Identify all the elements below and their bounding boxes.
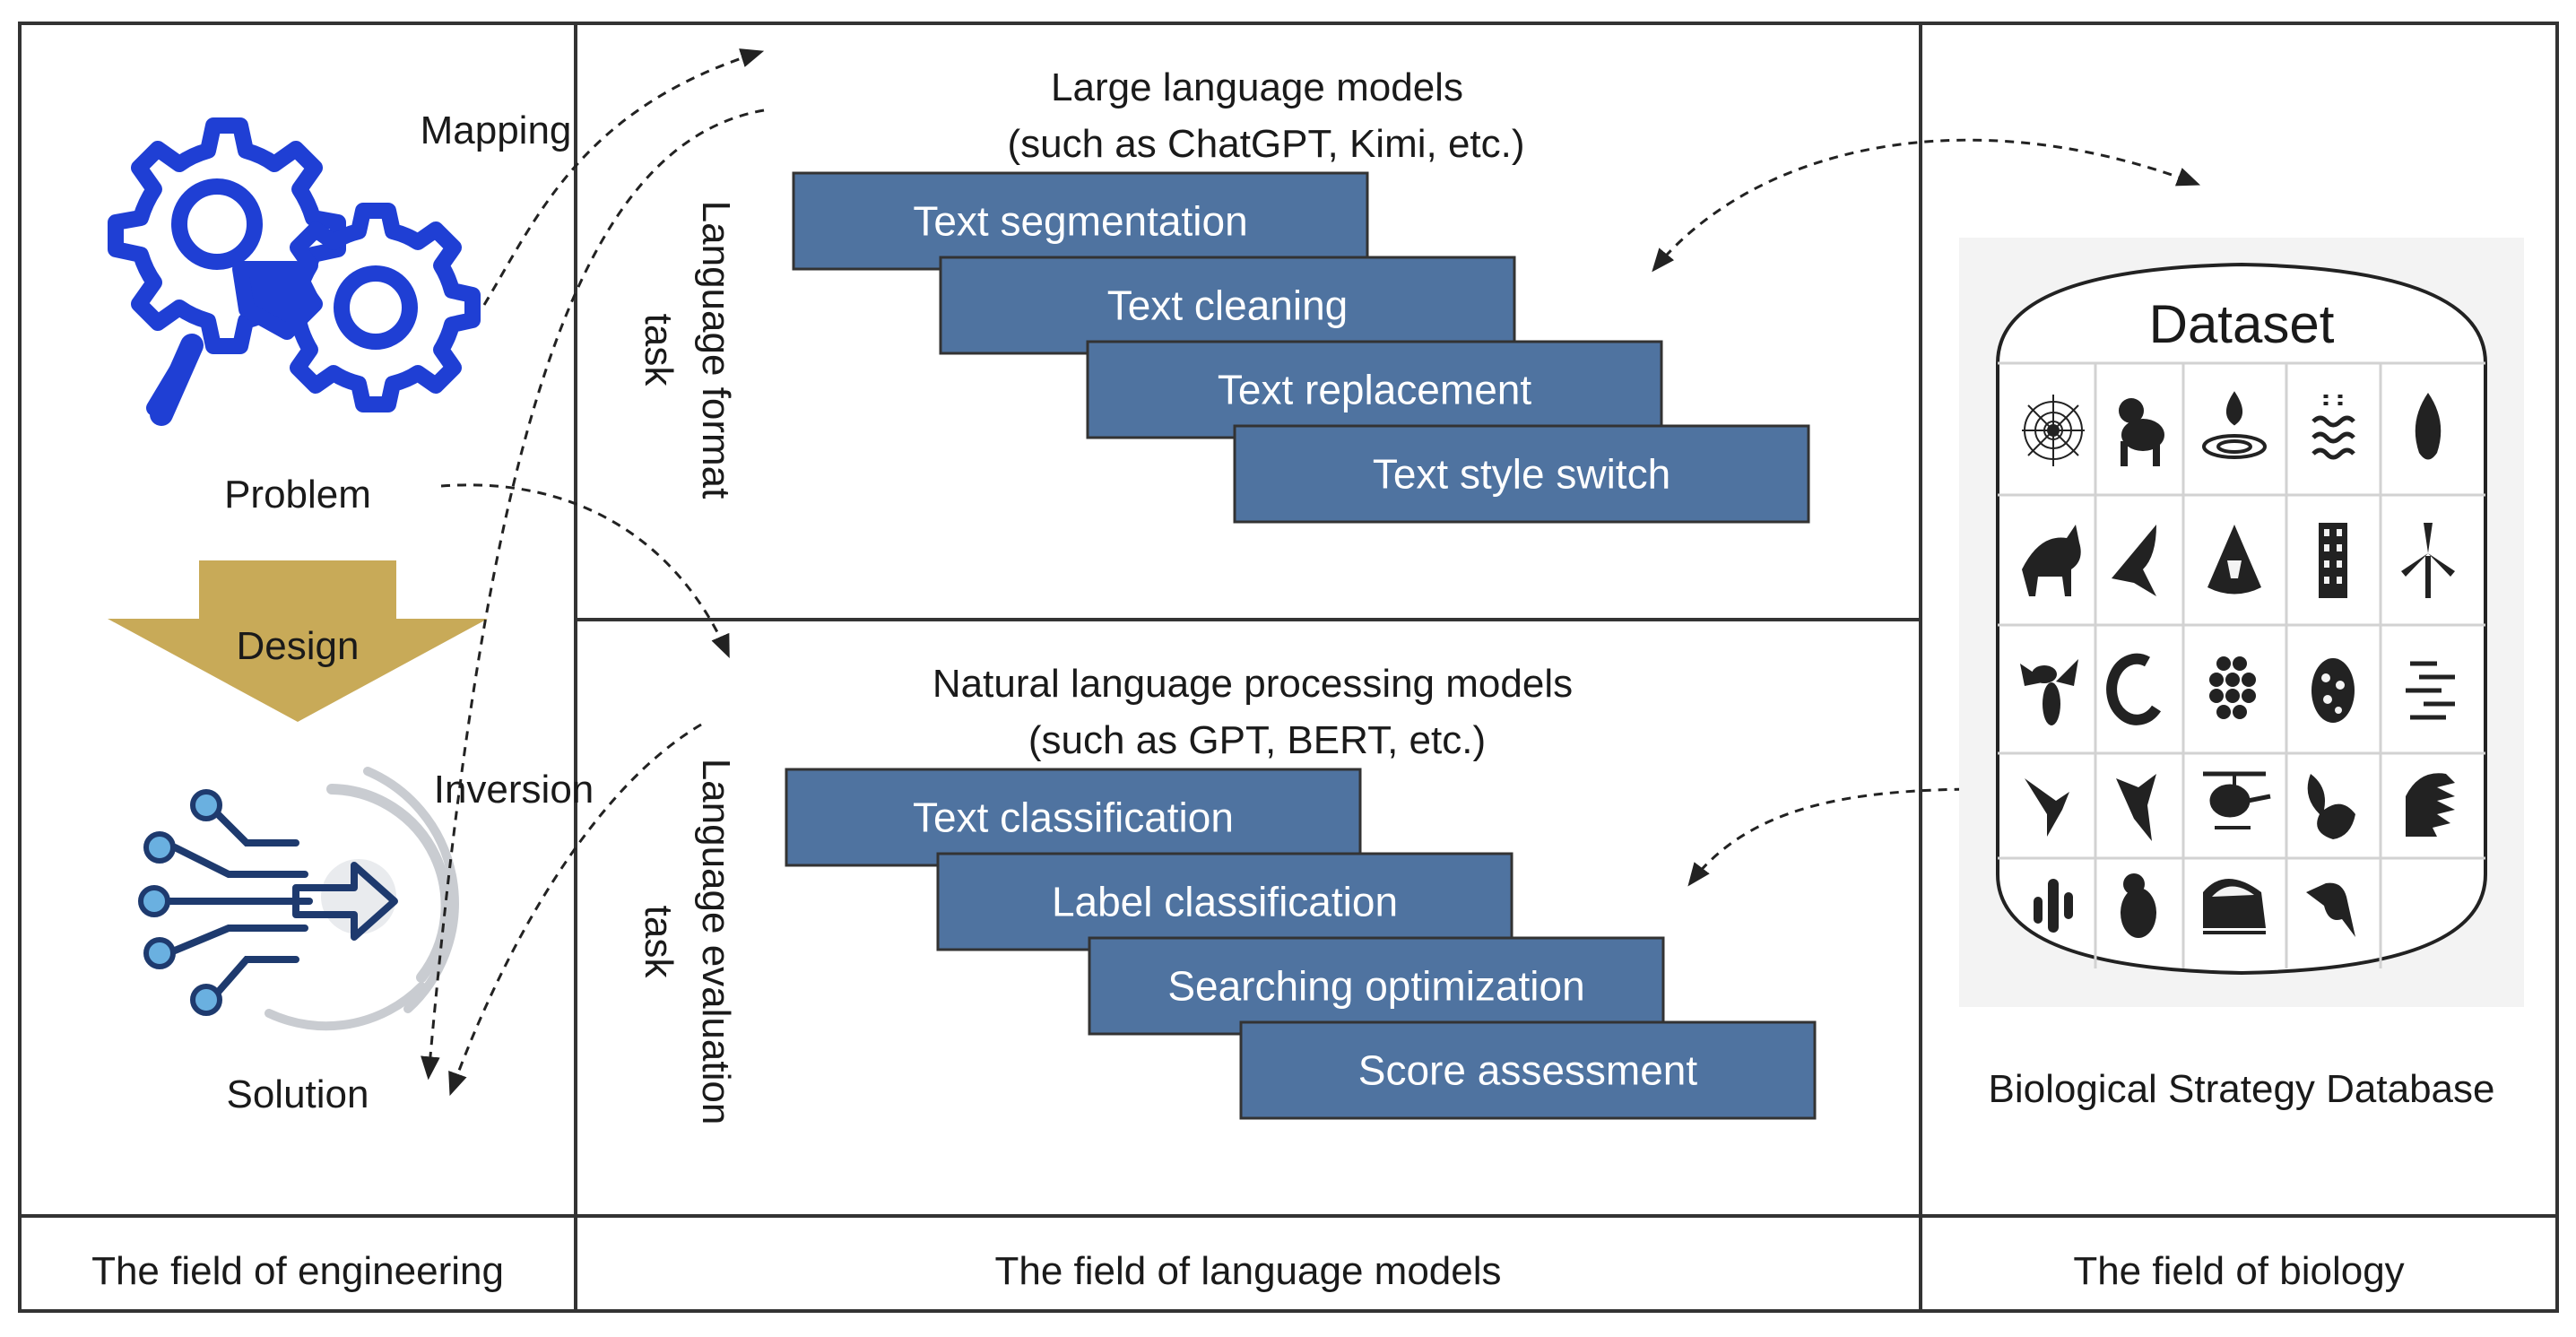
format-step-label-1: Text segmentation [913, 198, 1247, 245]
eval-task-line2: task [637, 906, 681, 979]
design-label: Design [237, 624, 360, 668]
curl-icon [2106, 653, 2162, 725]
eval-task-label: Language evaluation task [637, 759, 738, 1125]
cactus-icon [2034, 879, 2073, 933]
solution-arrow-icon [138, 767, 459, 1031]
footer-biology: The field of biology [2073, 1249, 2404, 1293]
problem-label: Problem [224, 473, 371, 517]
format-step-box-2 [939, 256, 1516, 355]
monkey-icon [2119, 398, 2164, 466]
mapping-label: Mapping [421, 109, 572, 152]
table-grid [18, 22, 2559, 1313]
kingfisher-icon [2306, 882, 2355, 937]
solution-label: Solution [226, 1072, 369, 1116]
eval-step-box-4 [1239, 1020, 1817, 1120]
water-drop-icon [2202, 391, 2267, 459]
shell-icon [2207, 525, 2261, 595]
inversion-label: Inversion [434, 768, 594, 812]
format-task-line2: task [637, 314, 681, 387]
format-step-label-4: Text style switch [1373, 451, 1670, 498]
format-task-line1: Language format [694, 201, 738, 499]
spider-web-icon [2022, 395, 2085, 466]
cat-icon [2022, 525, 2081, 596]
format-step-box-4 [1233, 424, 1810, 524]
design-arrow: Design [108, 560, 488, 722]
footer-engineering: The field of engineering [91, 1249, 504, 1293]
llm-title-line2: (such as ChatGPT, Kimi, etc.) [1007, 122, 1524, 166]
bullet-train-icon [2203, 879, 2266, 934]
bird-icon [2112, 525, 2156, 596]
eval-step-label-2: Label classification [1052, 879, 1398, 925]
dataset-title: Dataset [2149, 294, 2335, 354]
lines-icon [2406, 661, 2455, 720]
dataset-grid [1998, 361, 2485, 968]
squirrel-icon [2307, 774, 2355, 839]
building-icon [2319, 523, 2347, 598]
format-step-label-3: Text replacement [1218, 367, 1531, 413]
lotus-seed-icon [2311, 658, 2355, 723]
helicopter-icon [2203, 771, 2271, 829]
penguin-icon [2121, 873, 2156, 938]
honeycomb-icon [2209, 656, 2256, 719]
nlp-title-line2: (such as GPT, BERT, etc.) [1028, 718, 1486, 762]
eval-step-box-1 [785, 768, 1362, 867]
format-task-label: Language format task [637, 201, 738, 499]
woodpecker-icon [2116, 774, 2156, 841]
format-step-box-3 [1086, 340, 1663, 439]
dashed-arrows [421, 48, 2201, 1097]
nlp-title-line1: Natural language processing models [932, 662, 1573, 706]
eval-step-label-3: Searching optimization [1167, 963, 1584, 1010]
eval-step-label-4: Score assessment [1358, 1047, 1698, 1094]
llm-title-line1: Large language models [1051, 65, 1463, 109]
owl-icon [2406, 773, 2455, 837]
leaf-icon [2415, 393, 2442, 460]
wind-turbine-icon [2401, 523, 2455, 598]
database-label: Biological Strategy Database [1989, 1067, 2495, 1111]
eval-step-box-2 [936, 852, 1514, 951]
eval-task-line1: Language evaluation [694, 759, 738, 1125]
gear-search-icon [108, 117, 481, 426]
dataset-capsule [1996, 262, 2487, 976]
wasp-icon [2020, 659, 2078, 725]
format-step-label-2: Text cleaning [1107, 282, 1349, 329]
footer-language: The field of language models [994, 1249, 1501, 1293]
wave-icon [2311, 395, 2355, 460]
eval-step-box-3 [1088, 936, 1665, 1036]
hummingbird-icon [2025, 778, 2069, 837]
eval-step-label-1: Text classification [913, 794, 1234, 841]
